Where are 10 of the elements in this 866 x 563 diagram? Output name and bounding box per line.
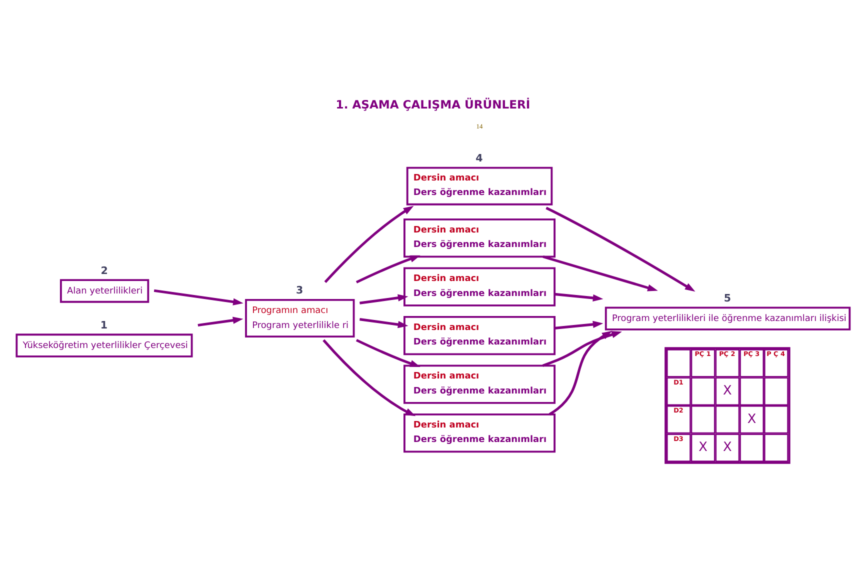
node-label: 5	[724, 292, 732, 304]
node-label: 2	[100, 264, 108, 276]
node-label: 1	[100, 318, 108, 331]
label: X	[698, 440, 708, 455]
label: X	[747, 411, 756, 426]
label: X	[722, 440, 732, 455]
label: X	[722, 383, 732, 398]
diagram-title: 1. AŞAMA ÇALIŞMA ÜRÜNLERİ	[336, 97, 530, 112]
node-label: 4	[476, 152, 483, 164]
node-label: 3	[296, 284, 304, 296]
